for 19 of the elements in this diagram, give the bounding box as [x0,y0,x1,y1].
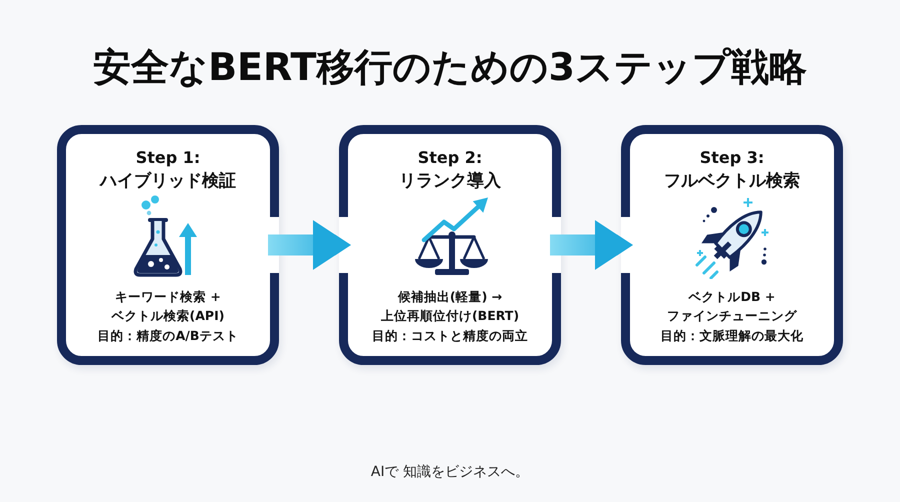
step-number: Step 1: [136,147,200,169]
step-number: Step 2: [418,147,482,169]
arrow [268,220,351,270]
tagline: AIで 知識をビジネスへ。 [370,463,530,482]
step-goal: 目的：文脈理解の最大化 [660,327,804,345]
step-description: 候補抽出(軽量) → 上位再順位付け(BERT) [380,288,520,325]
step-card [339,125,561,365]
step-title: フルベクトル検索 [664,170,800,192]
step-title: ハイブリッド検証 [100,170,236,192]
arrow [550,220,633,270]
step-description: ベクトルDB + ファインチューニング [666,288,798,325]
step-card [57,125,279,365]
title: 安全なBERT移行のための3ステップ戦略 [93,44,807,91]
step-description: キーワード検索 + ベクトル検索(API) [110,288,226,325]
step-goal: 目的：精度のA/Bテスト [98,327,238,345]
step-goal: 目的：コストと精度の両立 [372,327,528,345]
step-card [621,125,843,365]
step-number: Step 3: [700,147,764,169]
step-title: リランク導入 [399,170,501,192]
